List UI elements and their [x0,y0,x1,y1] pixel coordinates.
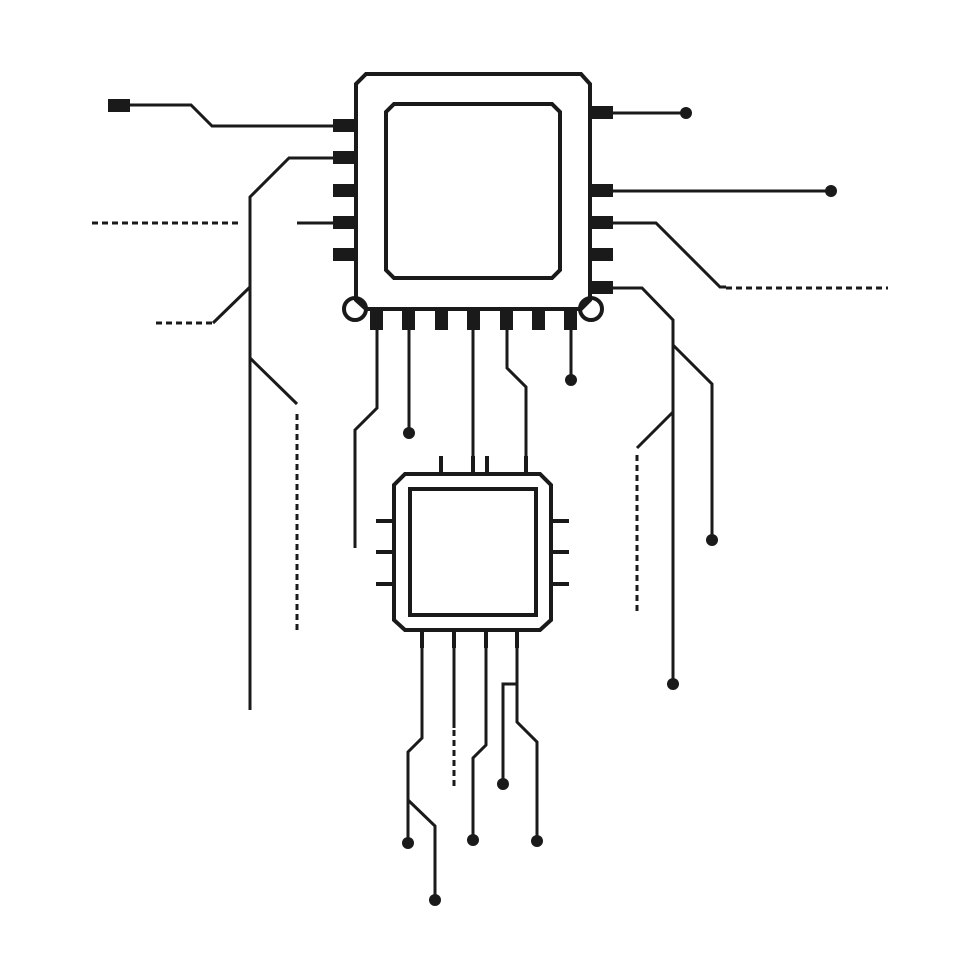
trace [248,156,333,710]
trace-node [467,834,479,846]
secondary-chip [376,456,569,648]
main-chip-pin [500,309,513,330]
main-chip-bottom-pins [370,309,577,330]
main-chip-pin [590,106,613,119]
trace-node [565,374,577,386]
trace-node [680,107,692,119]
main-chip-die [384,102,562,280]
trace [501,648,519,783]
trace [406,648,424,842]
trace [635,410,675,450]
trace [211,285,252,325]
main-chip-left-pins [333,119,356,261]
main-chip-pin [402,309,415,330]
trace [613,286,675,683]
circuit-traces [92,99,888,906]
trace [471,648,488,838]
trace [353,330,379,548]
main-chip-pin [333,119,356,132]
trace-node [497,778,509,790]
main-chip-pin [333,248,356,261]
main-chip-pin [590,281,613,294]
main-chip-pin [333,151,356,164]
secondary-chip-die [408,487,538,617]
trace [613,221,726,289]
main-chip-pin [333,184,356,197]
secondary-chip-body [392,472,553,632]
trace [248,356,299,406]
trace [130,103,333,128]
main-chip-pin [590,216,613,229]
main-chip-pin [590,248,613,261]
main-chip-pin [435,309,448,330]
trace-node [429,894,441,906]
secondary-chip-left-pins [376,519,394,586]
trace-node [706,534,718,546]
trace [505,330,528,456]
trace-node [531,835,543,847]
main-chip-mount-hole-left [342,296,368,322]
trace [406,798,437,899]
main-chip-pin [532,309,545,330]
main-chip [333,72,613,330]
trace [515,684,539,840]
trace-node [403,427,415,439]
main-chip-pin [333,216,356,229]
main-chip-pin [370,309,383,330]
main-chip-right-pins [590,106,613,294]
main-chip-pin [564,309,577,330]
main-chip-pin [590,184,613,197]
trace-node [825,185,837,197]
trace [671,343,714,538]
trace-node [402,837,414,849]
trace-node [667,678,679,690]
secondary-chip-bottom-pins [420,630,519,648]
trace-terminal-block [108,99,130,112]
main-chip-pin [467,309,480,330]
secondary-chip-top-pins [439,456,528,474]
secondary-chip-right-pins [551,519,569,586]
main-chip-mount-hole-right [578,296,604,322]
